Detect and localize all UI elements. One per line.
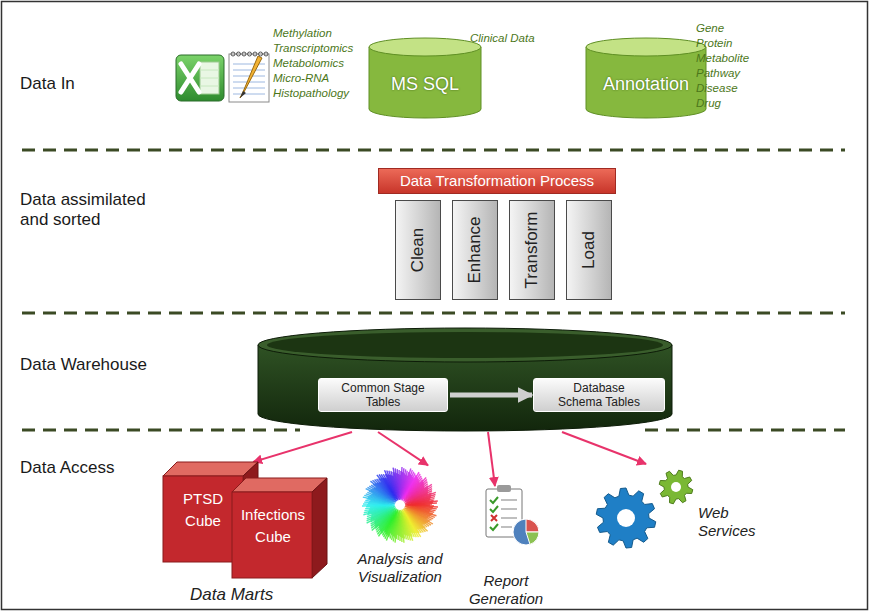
access-tool: Analysis and Visualization — [350, 464, 450, 594]
node-label: Transform — [522, 212, 542, 289]
data-type-label: Methylation — [273, 26, 332, 40]
data-type-label: Pathway — [696, 66, 740, 80]
section-band: PTSD CubeInfections Cube Analysis and Vis… — [4, 430, 865, 607]
section-label: Data In — [20, 74, 170, 94]
database-cylinder: MS SQL — [368, 38, 482, 118]
data-type-label: Protein — [696, 36, 732, 50]
flow-arrow — [450, 393, 532, 398]
node-label: Data Transformation Process — [379, 169, 615, 193]
data-type-label: Metabolomics — [273, 56, 344, 70]
section-label: Data Access — [20, 458, 170, 478]
node-label: Load — [579, 231, 599, 269]
table-box: Database Schema Tables — [533, 378, 665, 412]
access-arrow — [253, 432, 352, 462]
group-caption: Data Marts — [190, 585, 273, 605]
data-type-label: Gene — [696, 21, 724, 35]
data-type-label: Clinical Data — [470, 31, 535, 45]
access-tool: Web Services — [595, 464, 765, 549]
node-label: Enhance — [465, 216, 485, 283]
process-step-box: Enhance — [452, 200, 498, 300]
node-label: Web Services — [698, 504, 760, 540]
data-type-label: Drug — [696, 96, 721, 110]
data-type-label: Histopathology — [273, 86, 349, 100]
process-step-box: Load — [566, 200, 612, 300]
color-wheel-icon — [362, 467, 438, 543]
node-label: Analysis and Visualization — [352, 464, 448, 586]
node-label: Common Stage Tables — [335, 379, 431, 409]
process-banner: Data Transformation Process — [378, 168, 616, 194]
process-step-box: Clean — [395, 200, 441, 300]
section-label: Data assimilated and sorted — [20, 190, 170, 230]
notepad-icon — [229, 52, 269, 102]
node-label: Report Generation — [464, 486, 548, 608]
access-arrow — [488, 432, 495, 486]
node-label: Infections Cube — [237, 478, 309, 548]
data-type-label: Micro-RNA — [273, 71, 329, 85]
data-type-label: Metabolite — [696, 51, 749, 65]
node-label: PTSD Cube — [173, 462, 233, 532]
access-arrow — [378, 432, 428, 465]
access-tool: Report Generation — [460, 486, 552, 596]
section-band: Data Transformation ProcessClean Enhance T… — [4, 150, 865, 313]
data-cube: Infections Cube — [232, 478, 327, 578]
database-cylinder: Annotation — [585, 38, 707, 118]
process-step-box: Transform — [509, 200, 555, 300]
table-box: Common Stage Tables — [318, 378, 448, 412]
excel-icon — [176, 55, 224, 101]
node-label: Annotation — [585, 38, 707, 94]
node-label: Database Schema Tables — [551, 379, 647, 409]
report-icon — [486, 485, 539, 545]
section-label: Data Warehouse — [20, 355, 170, 375]
node-label: Clean — [408, 228, 428, 272]
gears-icon — [596, 470, 693, 548]
section-band: Common Stage Tables Database Schema Table… — [4, 313, 865, 430]
data-type-label: Disease — [696, 81, 738, 95]
node-label: MS SQL — [368, 38, 482, 94]
data-type-label: Transcriptomics — [273, 41, 353, 55]
warehouse-cylinder — [258, 328, 672, 431]
access-arrow — [562, 432, 646, 464]
